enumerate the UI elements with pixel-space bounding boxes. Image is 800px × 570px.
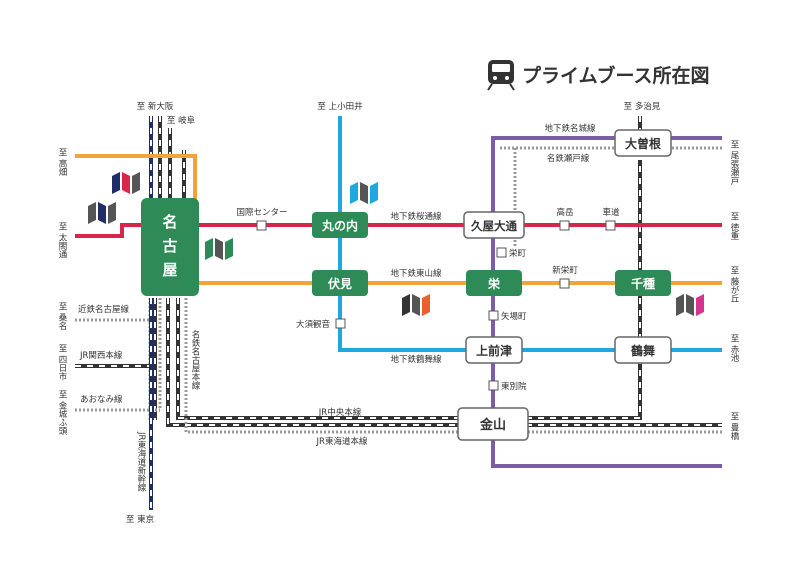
svg-text:車道: 車道 xyxy=(602,207,620,218)
svg-text:新栄町: 新栄町 xyxy=(552,265,578,276)
svg-text:至 四日市: 至 四日市 xyxy=(57,344,67,382)
svg-text:千種: 千種 xyxy=(631,276,655,291)
svg-text:至 岐阜: 至 岐阜 xyxy=(167,115,196,126)
svg-text:国際センター: 国際センター xyxy=(236,207,287,218)
station-nagoya xyxy=(141,198,199,296)
svg-text:屋: 屋 xyxy=(162,261,177,279)
svg-text:伏見: 伏見 xyxy=(328,276,352,291)
meitetsu-nagoya-line xyxy=(184,298,722,434)
svg-text:大須観音: 大須観音 xyxy=(296,319,331,330)
svg-text:東別院: 東別院 xyxy=(501,381,527,392)
booth-logos xyxy=(88,172,704,316)
svg-text:JR東海道本線: JR東海道本線 xyxy=(316,436,368,447)
svg-text:鶴舞: 鶴舞 xyxy=(631,343,655,358)
station-shinsakae xyxy=(559,278,570,289)
svg-text:至 多治見: 至 多治見 xyxy=(624,101,661,112)
svg-text:古: 古 xyxy=(162,237,177,255)
svg-text:丸の内: 丸の内 xyxy=(321,218,358,233)
meijo-line xyxy=(491,136,722,468)
line-labels: 地下鉄桜通線 地下鉄東山線 地下鉄鶴舞線 地下鉄名城線 名鉄瀬戸線 近鉄名古屋線… xyxy=(78,123,596,491)
svg-text:近鉄名古屋線: 近鉄名古屋線 xyxy=(78,304,130,315)
svg-text:至 豊橋: 至 豊橋 xyxy=(729,412,739,441)
station-marunouchi xyxy=(312,212,368,238)
sakuradori-line xyxy=(75,223,722,238)
svg-text:あおなみ線: あおなみ線 xyxy=(80,394,123,405)
station-yabacho xyxy=(488,310,499,321)
station-kurumamichi xyxy=(605,220,616,231)
svg-text:至 高畑: 至 高畑 xyxy=(57,148,67,177)
station-kokusai xyxy=(256,220,267,231)
train-icon xyxy=(487,60,515,91)
small-station-labels: 国際センター 高岳 車道 栄町 新栄町 大須観音 矢場町 東別院 xyxy=(236,207,620,392)
prime-booth-logo xyxy=(676,294,704,316)
svg-text:金山: 金山 xyxy=(479,417,506,433)
title-block: プライムブース所在図 xyxy=(487,60,710,91)
svg-text:地下鉄桜通線: 地下鉄桜通線 xyxy=(390,211,442,222)
station-osu xyxy=(335,318,346,329)
jr-chuo-line xyxy=(176,160,642,420)
jr-tokaido-line xyxy=(166,298,490,427)
station-ozone xyxy=(614,129,672,157)
station-tsurumai xyxy=(614,336,672,364)
station-sakaemachi xyxy=(496,247,507,258)
svg-text:至 上小田井: 至 上小田井 xyxy=(317,101,362,112)
prime-booth-logo xyxy=(402,294,430,316)
svg-text:至 尾張瀬戸: 至 尾張瀬戸 xyxy=(729,140,739,186)
station-kamimaezu xyxy=(465,336,523,364)
svg-text:JR関西本線: JR関西本線 xyxy=(79,350,123,361)
svg-text:上前津: 上前津 xyxy=(476,343,512,358)
svg-text:至 新大阪: 至 新大阪 xyxy=(137,101,174,112)
station-kanayama xyxy=(457,407,529,441)
svg-text:栄: 栄 xyxy=(487,276,501,291)
svg-text:JR中央本線: JR中央本線 xyxy=(318,407,362,418)
svg-text:至 藤が丘: 至 藤が丘 xyxy=(729,266,739,303)
svg-text:至 桑名: 至 桑名 xyxy=(57,302,67,331)
svg-text:高岳: 高岳 xyxy=(556,207,574,218)
svg-text:至 徳重: 至 徳重 xyxy=(729,212,739,240)
svg-text:至 東京: 至 東京 xyxy=(126,514,154,525)
station-higashibetsuin xyxy=(488,380,499,391)
prime-booth-logo xyxy=(350,182,378,204)
svg-text:至 太閤通: 至 太閤通 xyxy=(57,222,67,260)
prime-booth-logo xyxy=(88,202,116,224)
page-title: プライムブース所在図 xyxy=(522,64,710,87)
station-sakae xyxy=(466,270,522,296)
railway-lines xyxy=(75,116,722,510)
svg-text:名鉄瀬戸線: 名鉄瀬戸線 xyxy=(547,153,590,164)
stations: 名 古 屋 丸の内 伏見 栄 千種 久屋大通 大曽根 上前津 鶴舞 金山 xyxy=(141,129,672,441)
meitetsu-nagoya-label: 名鉄名古屋本線 xyxy=(190,329,200,389)
svg-text:地下鉄鶴舞線: 地下鉄鶴舞線 xyxy=(390,354,442,365)
svg-text:久屋大通: 久屋大通 xyxy=(470,219,517,233)
svg-text:至 金城ふ頭: 至 金城ふ頭 xyxy=(57,390,67,436)
svg-text:地下鉄名城線: 地下鉄名城線 xyxy=(544,123,596,134)
shinkansen-label: JR東海道新幹線 xyxy=(136,431,146,491)
destination-labels: 至 新大阪 至 岐阜 至 上小田井 至 多治見 至 東京 至 高畑 至 太閤通 … xyxy=(57,101,739,525)
svg-text:至 赤池: 至 赤池 xyxy=(729,334,739,362)
svg-text:栄町: 栄町 xyxy=(509,248,527,259)
tsurumai-line xyxy=(338,116,722,352)
station-fushimi xyxy=(312,270,368,296)
svg-text:名: 名 xyxy=(162,213,177,231)
station-chikusa xyxy=(615,270,671,296)
station-hisaya xyxy=(463,211,525,239)
prime-booth-logo xyxy=(112,172,140,194)
svg-text:矢場町: 矢場町 xyxy=(501,311,527,322)
svg-text:地下鉄東山線: 地下鉄東山線 xyxy=(390,268,442,279)
prime-booth-logo xyxy=(205,238,233,260)
svg-text:大曽根: 大曽根 xyxy=(625,136,661,151)
station-takaoka xyxy=(559,220,570,231)
